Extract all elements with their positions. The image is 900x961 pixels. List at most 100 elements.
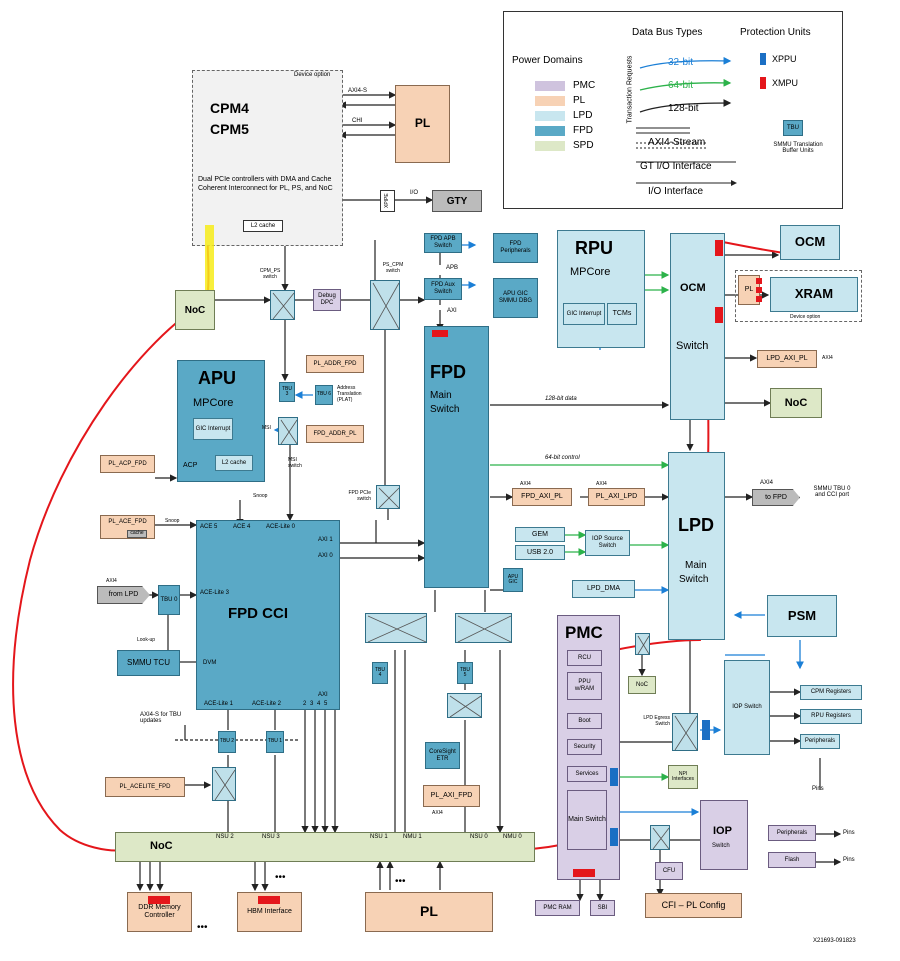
xmpu-xram1 [756,278,762,284]
peripherals-1: Peripherals [800,734,840,749]
nsu3-label: NSU 3 [262,834,280,840]
ddr-dots: ••• [197,922,208,933]
io-label: I/O [410,190,419,196]
fpd-cci-title: FPD CCI [228,605,288,622]
legend-tbu: TBU [783,120,803,136]
apu-gic-small: APU GIC [503,568,523,592]
xppu-swatch [760,53,766,65]
apu-acp: ACP [183,462,198,469]
from-lpd: from LPD [97,586,150,604]
pmc-main-switch: Main Switch [567,790,607,850]
pl-bottom: PL [365,892,493,932]
noc-right: NoC [770,388,822,418]
pl-addr-fpd: PL_ADDR_FPD [306,355,364,373]
sbi: SBI [590,900,615,916]
pmc-rcu-switch [635,633,650,655]
iop-main-switch [700,800,748,870]
fpd-pcie-switch-label: FPD PCIe switch [348,490,371,502]
pmc-security: Security [567,739,602,755]
fpd-switch-b [455,613,512,643]
xram-group [735,270,862,322]
nsu0-label: NSU 0 [470,834,488,840]
fpd-switch-a [365,613,427,643]
coresight-etr: CoreSight ETR [425,742,460,769]
apu-sub: MPCore [193,397,234,409]
iop-source-switch: IOP Source Switch [585,530,630,556]
xmpu-label: XMPU [772,78,799,88]
figure-id: X21693-091823 [813,938,856,944]
fpd-main-title: FPD [430,362,466,382]
cpm-chi-label: CHI [352,118,363,124]
snoop-label-1: Snoop [253,493,268,499]
cci-acelite1: ACE-Lite 1 [204,701,234,707]
legend-label-fpd: FPD [573,125,593,136]
axi4-label-a: AXI4 [822,355,833,361]
pmc-ppu: PPU w/RAM [567,672,602,700]
rpu-tcms: TCMs [607,303,637,325]
to-fpd: to FPD [752,489,800,506]
bus-64-label: 64-bit [668,80,694,91]
noc-bottom-title: NoC [150,840,173,852]
rpu-gic: GIC Interrupt [563,303,605,325]
ps-cpm-switch [370,280,400,330]
rpu-sub: MPCore [570,266,611,278]
cpm-ps-switch [270,290,295,320]
axi4-label-c: AXI4 [596,481,607,487]
cpm4-title: CPM4 [210,100,249,116]
cpm-registers: CPM Registers [800,685,862,700]
cci-axi0: AXI 0 [318,553,333,559]
tbu3: TBU 3 [279,382,295,402]
legend-label-pl: PL [573,95,586,106]
xmpu-swatch [760,77,766,89]
tbu5: TBU 5 [457,662,473,684]
legend-swatch-spd [535,141,565,151]
hbm-dots: ••• [275,872,286,883]
peripherals-2: Peripherals [768,825,816,841]
cci-axi-nums: 2 3 4 5 [303,701,328,707]
lpd-dma: LPD_DMA [572,580,635,598]
pmc-services: Services [567,766,607,782]
addr-trans-label: Address Translation (PLAT) [337,385,362,403]
cpm-block [192,70,343,246]
nsu2-label: NSU 2 [216,834,234,840]
apu-gic: GIC Interrupt [193,418,233,440]
iop-switch-1: IOP Switch [724,660,770,755]
legend-swatch-lpd [535,111,565,121]
msi-switch [278,417,298,445]
cpm5-title: CPM5 [210,121,249,137]
bit128-label: 128-bit data [545,396,577,402]
cpm-device-option: Device option [294,72,331,78]
axi-label: AXI [447,308,457,314]
power-domains-title: Power Domains [512,55,583,66]
coresight-switch [447,693,482,718]
cci-acelite2: ACE-Lite 2 [252,701,282,707]
legend-label-pmc: PMC [573,80,596,91]
highlight-mark [205,225,214,290]
fpd-axi-pl: FPD_AXI_PL [512,488,572,506]
tbu4: TBU 4 [372,662,388,684]
psm: PSM [767,595,837,637]
legend-swatch-pl [535,96,565,106]
lpd-main-sub1: Main [685,560,707,571]
cci-ace5: ACE 5 [200,524,218,530]
pins-label-2: Pins [843,830,855,836]
usb: USB 2.0 [515,545,565,560]
lpd-main-title: LPD [678,515,714,535]
legend-swatch-pmc [535,81,565,91]
protection-title: Protection Units [740,27,811,38]
iop-main-title: IOP [713,825,732,837]
pl-axi-fpd: PL_AXI_FPD [423,785,480,807]
tbu6: TBU 6 [315,385,333,405]
legend-label-spd: SPD [573,140,594,151]
legend-label-lpd: LPD [573,110,593,121]
xpipe-block: XPIPE [380,190,395,212]
pins-label-3: Pins [843,857,855,863]
cpm-axi4s-label: AXI4-S [348,88,368,94]
xram-device-option: Device option [790,314,821,320]
apu-title: APU [198,368,237,388]
gem: GEM [515,527,565,542]
fpd-main-switch [424,326,489,588]
ddr-controller: DDR Memory Controller [127,892,192,932]
legend-swatch-fpd [535,126,565,136]
ocm-block: OCM [780,225,840,260]
